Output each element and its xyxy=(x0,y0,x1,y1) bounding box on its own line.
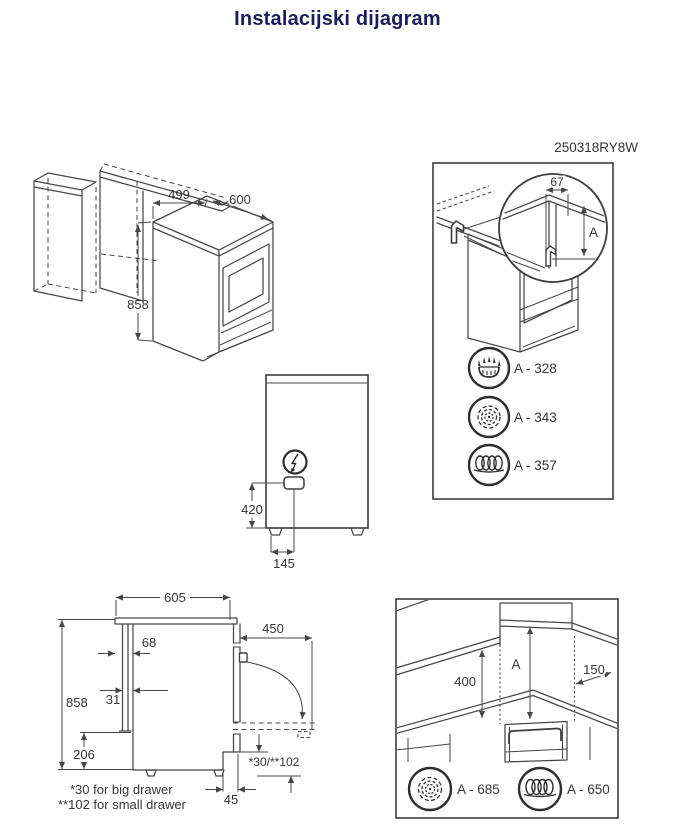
niche-legend-label-1: A - 685 xyxy=(457,782,500,797)
detail-dim-67-label: 67 xyxy=(550,175,564,189)
detail-dim-a-label: A xyxy=(589,225,598,240)
dim-600: 600 xyxy=(212,190,274,223)
electric-connection-icon xyxy=(282,449,308,475)
clearance-legend: A - 328 A - 343 A - 357 xyxy=(467,346,557,487)
niche-box: 400 A 150 A xyxy=(395,598,619,819)
dim-400: 400 xyxy=(452,650,486,718)
radiant-icon xyxy=(467,395,511,439)
side-view: 605 68 31 858 xyxy=(58,590,316,812)
coil-icon xyxy=(517,766,563,812)
detail-circle: 67 A xyxy=(498,173,608,283)
dim-68: 68 xyxy=(98,633,158,657)
kitchen-scene: 400 A 150 xyxy=(397,600,617,763)
dim-858-iso: 858 xyxy=(127,221,153,342)
left-cabinet-drawing xyxy=(33,172,97,302)
dim-145-label: 145 xyxy=(273,556,295,571)
niche-legend: A - 685 A - 650 xyxy=(407,766,610,812)
anti-tilt-bracket-icon xyxy=(450,220,465,244)
dim-45-label: 45 xyxy=(224,792,238,807)
dim-31-label: 31 xyxy=(106,692,120,707)
legend-label-3: A - 357 xyxy=(514,458,557,473)
dim-31: 31 xyxy=(100,687,168,707)
dim-206-label: 206 xyxy=(73,747,95,762)
gas-burner-icon xyxy=(467,346,511,390)
dim-858-side: 858 xyxy=(58,619,133,770)
cooker-drawing xyxy=(504,720,568,763)
dim-145: 145 xyxy=(271,548,295,571)
dim-420-label: 420 xyxy=(241,502,263,517)
rear-view: 420 145 xyxy=(241,374,369,571)
door-handle xyxy=(238,652,248,663)
radiant-icon xyxy=(407,766,453,812)
dim-600-label: 600 xyxy=(229,192,251,207)
legend-label-1: A - 328 xyxy=(514,361,557,376)
detail-bracket-icon xyxy=(545,245,557,267)
coil-icon xyxy=(467,443,511,487)
dim-a-niche: A xyxy=(509,627,534,719)
dim-a-niche-label: A xyxy=(511,657,520,672)
dim-858-iso-label: 858 xyxy=(127,297,149,312)
niche-legend-label-2: A - 650 xyxy=(567,782,610,797)
note-big-drawer: *30 for big drawer xyxy=(70,782,173,797)
dim-605-label: 605 xyxy=(164,590,186,605)
stove-isometric-drawing xyxy=(152,195,274,362)
dim-420: 420 xyxy=(241,483,263,528)
dim-drawer-gap-label: *30/**102 xyxy=(249,755,300,769)
model-code: 250318RY8W xyxy=(554,140,638,155)
dim-400-label: 400 xyxy=(454,674,476,689)
dim-45: 45 xyxy=(205,754,256,809)
dim-499: 499 xyxy=(152,187,208,219)
dim-499-label: 499 xyxy=(168,187,190,202)
page-title: Instalacijski dijagram xyxy=(234,8,441,30)
dim-605: 605 xyxy=(115,590,231,620)
dim-858-side-label: 858 xyxy=(66,695,88,710)
dim-150-label: 150 xyxy=(583,662,605,677)
terminal-box xyxy=(283,476,305,490)
legend-label-2: A - 343 xyxy=(514,410,557,425)
dim-450: 450 xyxy=(240,621,313,729)
dim-drawer-gap: *30/**102 xyxy=(240,734,302,793)
note-small-drawer: **102 for small drawer xyxy=(58,797,187,812)
isometric-view: 499 600 858 xyxy=(33,163,274,362)
dim-206: 206 xyxy=(71,732,131,769)
dim-450-label: 450 xyxy=(262,621,284,636)
dim-68-label: 68 xyxy=(142,635,156,650)
dim-150: 150 xyxy=(575,660,612,685)
wall-clearance-box: 67 A A - 328 xyxy=(432,162,614,500)
